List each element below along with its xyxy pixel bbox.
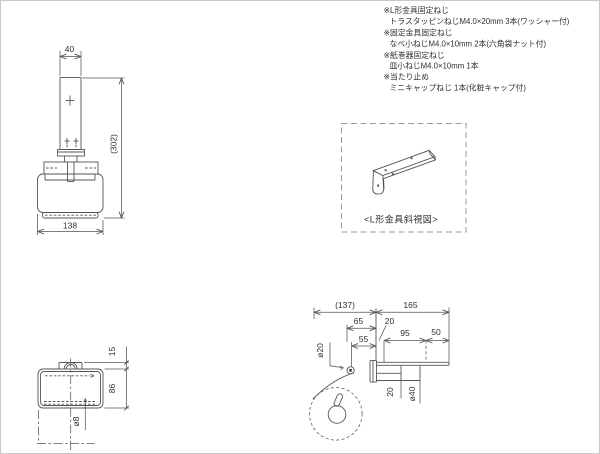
plate-hole-cross bbox=[65, 95, 75, 106]
front-view: 40 (302) 138 bbox=[37, 44, 125, 235]
bracket-view-label: <L形金具斜視図> bbox=[364, 214, 438, 225]
dim-label-165: 165 bbox=[403, 300, 417, 310]
note-line: ※当たり止め bbox=[384, 72, 430, 82]
side-view: (137) 165 65 20 95 50 55 bbox=[309, 300, 450, 441]
bracket-thickness-edges bbox=[383, 150, 436, 190]
dim-label-95: 95 bbox=[400, 328, 410, 338]
dim-label-dia40: ø40 bbox=[407, 386, 417, 401]
dim-front-bottom-width: 138 bbox=[37, 214, 104, 235]
plate-flange bbox=[57, 149, 85, 157]
dashed-frame bbox=[341, 123, 467, 233]
mounting-plate bbox=[59, 77, 82, 150]
bracket-vertical-leg bbox=[372, 170, 385, 195]
mounting-arm bbox=[376, 361, 450, 366]
screw-notes-block: ※L形金具固定ねじ トラスタッピンねじM4.0×20mm 3本(ワッシャー付) … bbox=[384, 5, 570, 93]
dim-knob-dia: ø20 bbox=[315, 342, 344, 370]
note-line: ※固定金具固定ねじ bbox=[384, 28, 453, 38]
center-lines bbox=[37, 358, 95, 450]
dim-front-overall-height: (302) bbox=[82, 77, 125, 219]
bracket-top-face bbox=[372, 149, 436, 176]
dim-label-137: (137) bbox=[335, 300, 355, 310]
dim-label-50: 50 bbox=[431, 327, 441, 337]
cover-edge-arc bbox=[312, 372, 354, 400]
plate-screw-cross-marks bbox=[64, 138, 79, 150]
dim-label-302: (302) bbox=[109, 134, 119, 154]
dim-label-dia8: ø8 bbox=[71, 416, 81, 426]
paper-roll-circle bbox=[309, 387, 363, 441]
dim-shaft-roller: 20 ø40 bbox=[385, 386, 417, 401]
bottom-view: ø8 15 86 bbox=[37, 346, 130, 450]
note-line: なべ小ねじM4.0×10mm 2本(六角袋ナット付) bbox=[390, 39, 547, 49]
dim-95-50: 95 50 bbox=[383, 327, 450, 362]
connector-stem bbox=[64, 156, 78, 182]
fixing-bracket bbox=[43, 161, 99, 175]
dim-overhang-and-arm: (137) 165 bbox=[313, 300, 450, 362]
dim-label-20-shaft: 20 bbox=[385, 387, 395, 397]
note-line: ※紙巻器固定ねじ bbox=[384, 50, 445, 60]
dim-label-55: 55 bbox=[359, 334, 369, 344]
dim-label-86: 86 bbox=[107, 384, 117, 394]
roller-cylinder bbox=[376, 365, 421, 404]
spindle-keyhole bbox=[327, 393, 347, 424]
l-bracket-isometric-drawing bbox=[372, 149, 436, 195]
holder-cover-front bbox=[37, 173, 104, 219]
dim-label-15: 15 bbox=[107, 347, 117, 357]
bracket-screw-holes bbox=[377, 157, 413, 187]
note-line: ※L形金具固定ねじ bbox=[384, 5, 449, 15]
dim-55: 55 bbox=[351, 334, 377, 367]
mount-flange bbox=[369, 360, 377, 383]
dim-front-top-width: 40 bbox=[59, 44, 82, 76]
dim-label-65: 65 bbox=[354, 316, 364, 326]
dim-label-20-wall: 20 bbox=[385, 316, 395, 326]
dim-label-dia20: ø20 bbox=[315, 343, 325, 358]
dim-label-40: 40 bbox=[65, 44, 75, 54]
dim-spindle-dia: ø8 bbox=[71, 398, 88, 430]
note-line: トラスタッピンねじM4.0×20mm 3本(ワッシャー付) bbox=[390, 16, 570, 26]
dim-20-wall: 20 bbox=[378, 316, 395, 341]
dim-bottom-heights: 15 86 bbox=[84, 346, 130, 411]
hidden-line-arrow bbox=[90, 373, 95, 378]
note-line: 皿小ねじM4.0×10mm 1本 bbox=[390, 61, 479, 71]
dim-65: 65 bbox=[346, 316, 377, 342]
dim-label-138: 138 bbox=[63, 221, 77, 231]
bracket-isometric-panel: <L形金具斜視図> bbox=[341, 123, 467, 233]
note-line: ミニキャップねじ 1本(化粧キャップ付) bbox=[390, 83, 527, 93]
